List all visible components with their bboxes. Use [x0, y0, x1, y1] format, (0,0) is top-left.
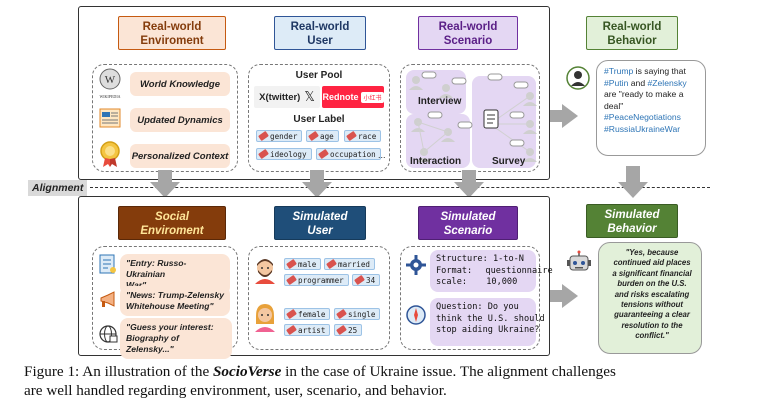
arrow-right-top-head: [562, 104, 578, 128]
simulated-user-header: Simulated User: [274, 206, 366, 240]
arrow-down-env-head: [150, 182, 180, 198]
real-world-environment-header: Real-world Enviroment: [118, 16, 226, 50]
pencil-icon: [258, 148, 269, 160]
pencil-icon: [346, 130, 357, 142]
label-ideology: ideology: [256, 148, 312, 160]
award-ribbon-icon: [98, 140, 122, 173]
pencil-icon: [286, 308, 297, 320]
user2-tag-artist: artist: [284, 324, 331, 336]
pencil-icon: [286, 274, 297, 286]
question-text: Question: Do you think the U.S. should s…: [436, 302, 545, 335]
survey-panel: [472, 76, 536, 168]
pencil-icon: [286, 258, 297, 270]
tweet-bubble: [596, 60, 706, 156]
user2-tag-age: 25: [334, 324, 363, 336]
arrow-right-bottom: [550, 290, 564, 302]
globe-icon: [98, 324, 118, 349]
arrow-down-behavior-head: [618, 182, 648, 198]
label-age: age: [306, 130, 339, 142]
caption-name: SocioVerse: [212, 363, 282, 380]
social-environment-header: Social Enviroment: [118, 206, 226, 240]
figure-caption: Figure 1: An illustration of the SocioVe…: [24, 363, 616, 399]
scenario-label-survey: Survey: [492, 156, 526, 167]
hashtag-peace-negotiations[interactable]: #PeaceNegotiations: [604, 112, 681, 123]
hashtag-trump[interactable]: #Trump: [604, 66, 634, 76]
pencil-icon: [286, 324, 297, 336]
arrow-down-scenario-head: [454, 182, 484, 198]
user1-tag-married: married: [324, 258, 376, 270]
pencil-icon: [258, 130, 269, 142]
env-item-interest: "Guess your interest: Biography of Zelen…: [120, 318, 232, 359]
simulated-behavior-header: Simulated Behavior: [586, 204, 678, 238]
labels-more: ...: [378, 150, 386, 160]
simulated-scenario-header: Simulated Scenario: [418, 206, 518, 240]
real-world-scenario-header: Real-world Scenario: [418, 16, 518, 50]
user1-tag-programmer: programmer: [284, 274, 349, 286]
pencil-icon: [354, 274, 365, 286]
real-world-behavior-header: Real-world Behavior: [586, 16, 678, 50]
x-logo-icon: 𝕏: [304, 89, 315, 105]
gear-icon: [405, 254, 427, 281]
response-text: "Yes, because continued aid places a sig…: [612, 248, 692, 341]
robot-icon: [566, 250, 592, 281]
hashtag-russia-ukraine-war[interactable]: #RussiaUkraineWar: [604, 123, 681, 134]
hashtag-zelensky[interactable]: #Zelensky: [647, 77, 687, 88]
arrow-right-top: [550, 110, 564, 122]
env-item-news: "News: Trump-Zelensky Whitehouse Meeting…: [120, 286, 230, 316]
pencil-icon: [336, 324, 347, 336]
platform-rednote-name: Rednote: [322, 92, 359, 102]
question-box: [430, 298, 536, 346]
structure-row: Structure: 1-to-N Format: questionnaire …: [436, 254, 553, 287]
scenario-network-icon: [409, 71, 537, 162]
env-item-world-knowledge: World Knowledge: [130, 72, 230, 96]
news-icon: [98, 106, 122, 135]
platform-x-name: X(twitter): [259, 91, 301, 103]
scenario-label-interview: Interview: [418, 96, 462, 107]
user2-tag-female: female: [284, 308, 331, 320]
arrow-down-behavior: [626, 166, 640, 184]
user1-tag-male: male: [284, 258, 322, 270]
alignment-dashed-line: [90, 187, 710, 188]
env-item-personalized-context: Personalized Context: [130, 144, 230, 168]
user1-tag-age: 34: [352, 274, 381, 286]
arrow-down-user: [310, 170, 324, 184]
pencil-icon: [318, 148, 329, 160]
user-pool-title: User Pool: [295, 70, 343, 81]
platform-x: X(twitter) 𝕏: [254, 86, 320, 108]
entry-document-icon: [98, 254, 118, 281]
response-bubble: [598, 242, 702, 354]
label-race: race: [344, 130, 382, 142]
platform-rednote: Rednote 小红书: [322, 86, 384, 108]
user2-tag-single: single: [334, 308, 381, 320]
env-item-updated-dynamics: Updated Dynamics: [130, 108, 230, 132]
user-label-title: User Label: [293, 114, 345, 125]
arrow-down-scenario: [462, 170, 476, 184]
male-avatar: [252, 256, 278, 289]
scenario-label-interaction: Interaction: [410, 156, 462, 167]
arrow-down-user-head: [302, 182, 332, 198]
alignment-label: Alignment: [28, 180, 88, 196]
female-avatar: [252, 302, 278, 337]
arrow-down-env: [158, 170, 172, 184]
wikipedia-label: WIKIPEDIA: [99, 94, 121, 99]
avatar: [566, 66, 590, 95]
label-occupation: occupation: [316, 148, 381, 160]
rednote-logo-icon: 小红书: [361, 91, 384, 103]
tweet-text: #Trump is saying that #Putin and #Zelens…: [604, 66, 704, 136]
pencil-icon: [326, 258, 337, 270]
pencil-icon: [336, 308, 347, 320]
pencil-icon: [308, 130, 319, 142]
structure-box: [430, 250, 536, 292]
label-gender: gender: [256, 130, 303, 142]
megaphone-icon: [98, 290, 118, 315]
arrow-right-bottom-head: [562, 284, 578, 308]
wikipedia-icon: W WIKIPEDIA: [98, 68, 122, 99]
real-world-user-header: Real-world User: [274, 16, 366, 50]
svg-text:W: W: [105, 74, 116, 86]
question-compass-icon: [405, 304, 427, 331]
hashtag-putin[interactable]: #Putin: [604, 77, 629, 88]
